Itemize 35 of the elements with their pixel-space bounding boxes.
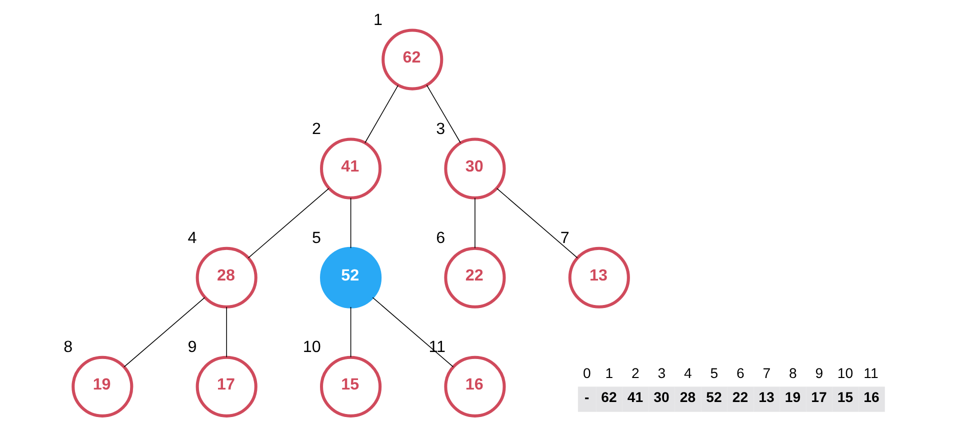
- node-label: 2: [311, 120, 320, 138]
- label: -: [584, 388, 589, 405]
- label: 17: [810, 388, 826, 405]
- node-label: 4: [187, 229, 196, 248]
- label: 5: [710, 364, 718, 381]
- node-label: 10: [302, 338, 320, 356]
- label: 9: [814, 364, 823, 381]
- label: 13: [758, 388, 774, 405]
- label: 16: [863, 388, 879, 405]
- label: 4: [683, 364, 692, 381]
- label: 22: [732, 388, 748, 405]
- node-label: 6: [436, 229, 445, 248]
- label: 3: [657, 364, 666, 381]
- label: 2: [630, 364, 639, 381]
- label: 8: [788, 364, 796, 381]
- label: 11: [863, 364, 878, 381]
- label: 1: [604, 364, 613, 381]
- node-label: 3: [436, 120, 445, 138]
- node-label: 8: [63, 338, 72, 356]
- node-label: 9: [187, 338, 196, 356]
- label: 7: [762, 364, 770, 381]
- node-label: 1: [373, 10, 382, 29]
- label: 19: [784, 388, 800, 405]
- label: 10: [836, 364, 853, 381]
- label: 6: [736, 364, 744, 381]
- label: 0: [582, 364, 590, 381]
- label: 15: [836, 388, 853, 405]
- label: 30: [653, 388, 669, 405]
- label: 52: [706, 388, 722, 405]
- label: 62: [600, 388, 616, 405]
- label: 28: [679, 388, 696, 405]
- node-label: 7: [560, 229, 569, 248]
- label: 41: [626, 388, 643, 405]
- node-label: 5: [311, 229, 320, 248]
- node-label: 11: [428, 338, 445, 356]
